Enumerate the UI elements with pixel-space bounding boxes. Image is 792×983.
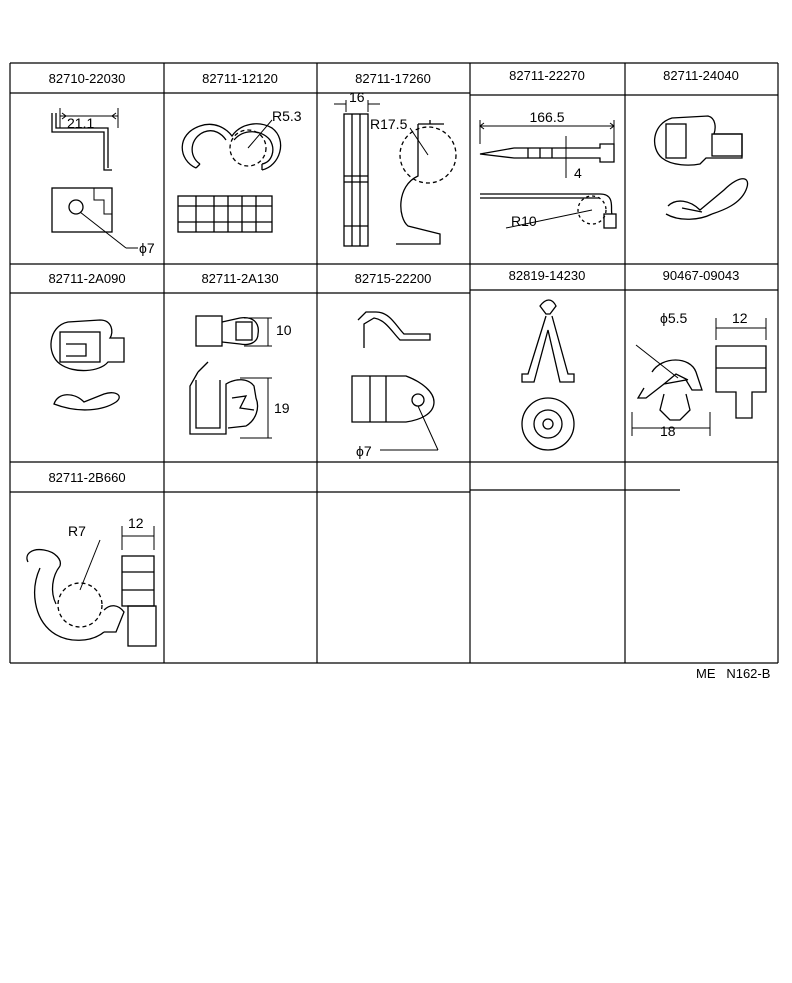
- part-number: 82711-17260: [355, 71, 431, 86]
- dimension-label: 10: [276, 322, 292, 338]
- part-drawing-82711-22270: [479, 120, 617, 229]
- dimension-label: 12: [128, 515, 144, 531]
- part-number: 82711-22270: [509, 68, 585, 83]
- dimension-label: 19: [274, 400, 290, 416]
- dimension-label: 4: [574, 165, 582, 181]
- grid: [9, 62, 779, 664]
- part-drawing-82715-22200: [351, 311, 439, 451]
- part-number-headers: 82710-22030 82711-12120 82711-17260 8271…: [48, 68, 739, 485]
- dimension-label: 21.1: [67, 115, 94, 131]
- part-number: 82711-2B660: [48, 470, 125, 485]
- part-number: 90467-09043: [663, 268, 740, 283]
- dimension-label: 12: [732, 310, 748, 326]
- part-drawing-82711-2A130: [189, 315, 272, 439]
- figure-code: ME N162-B: [696, 666, 770, 681]
- part-drawing-82819-14230: [521, 299, 575, 451]
- part-number: 82819-14230: [509, 268, 586, 283]
- dimension-label: ϕ7: [356, 443, 372, 459]
- part-number: 82710-22030: [49, 71, 126, 86]
- part-drawing-82711-2B660: [26, 526, 157, 647]
- dimension-label: 16: [349, 89, 365, 105]
- part-number: 82711-24040: [663, 68, 739, 83]
- dimension-label: ϕ7: [139, 240, 155, 256]
- part-drawing-82711-17260: [334, 100, 457, 247]
- part-drawing-82711-12120: [177, 119, 282, 233]
- dimension-label: R10: [511, 213, 537, 229]
- part-drawing-82710-22030: [51, 108, 138, 249]
- part-number: 82711-2A130: [201, 271, 278, 286]
- dimension-label: 166.5: [529, 109, 564, 125]
- part-number: 82711-2A090: [48, 271, 125, 286]
- part-number: 82711-12120: [202, 71, 278, 86]
- dimension-label: 18: [660, 423, 676, 439]
- part-drawing-90467-09043: [631, 318, 767, 436]
- dimension-label: R5.3: [272, 108, 302, 124]
- part-number: 82715-22200: [355, 271, 432, 286]
- part-drawing-82711-24040: [653, 115, 749, 220]
- dimension-label: R7: [68, 523, 86, 539]
- part-drawing-82711-2A090: [50, 319, 125, 411]
- dimension-label: ϕ5.5: [660, 310, 688, 326]
- dimension-label: R17.5: [370, 116, 408, 132]
